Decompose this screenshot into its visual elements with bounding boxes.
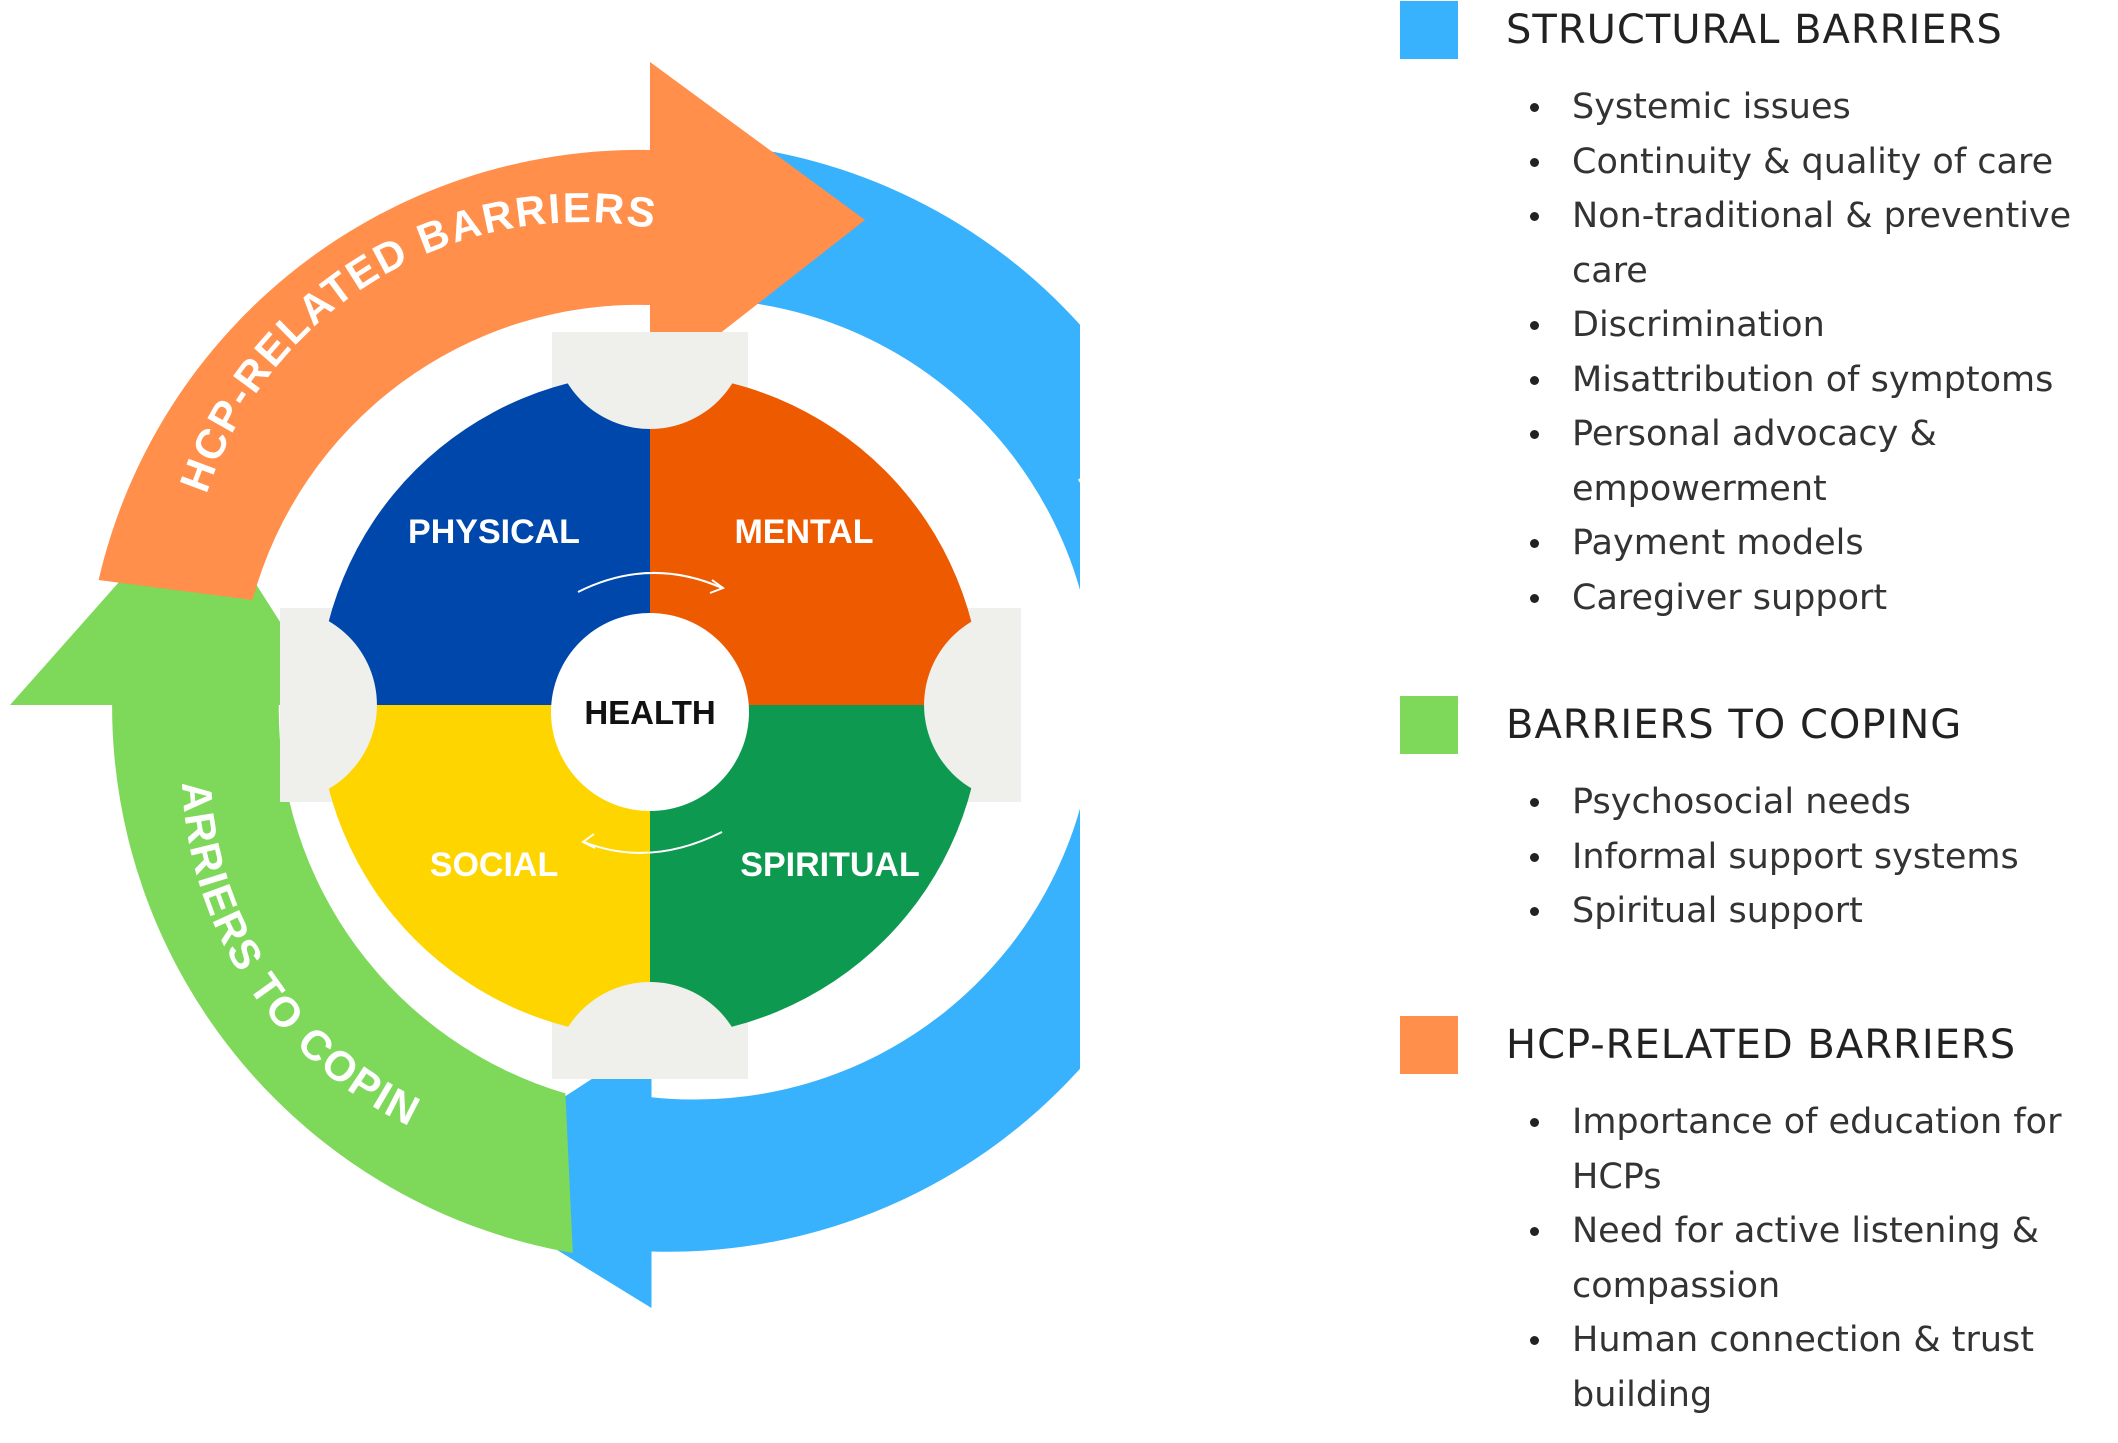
legend-item: Misattribution of symptoms bbox=[1530, 353, 2118, 408]
legend-item: Importance of education for HCPs bbox=[1530, 1095, 2118, 1204]
legend-title: STRUCTURAL BARRIERS bbox=[1506, 7, 2003, 53]
mental-label: MENTAL bbox=[734, 513, 873, 551]
bullet-icon bbox=[1530, 321, 1539, 330]
bullet-icon bbox=[1530, 103, 1539, 112]
legend-item-text: Caregiver support bbox=[1572, 577, 1888, 618]
legend-section-hcp: HCP-RELATED BARRIERS Importance of educa… bbox=[1400, 1015, 2118, 1422]
physical-label: PHYSICAL bbox=[408, 513, 580, 551]
legend-list: Systemic issues Continuity & quality of … bbox=[1400, 80, 2118, 625]
legend-section-coping: BARRIERS TO COPING Psychosocial needs In… bbox=[1400, 695, 2118, 939]
flow-arrow-top-head bbox=[709, 579, 726, 594]
quadrant-social bbox=[318, 705, 650, 1037]
legend-swatch-hcp bbox=[1400, 1016, 1458, 1074]
bullet-icon bbox=[1530, 539, 1539, 548]
legend-item: Psychosocial needs bbox=[1530, 775, 2118, 830]
legend-title: HCP-RELATED BARRIERS bbox=[1506, 1022, 2017, 1068]
legend-item-text: Discrimination bbox=[1572, 305, 1825, 345]
legend-title: BARRIERS TO COPING bbox=[1506, 702, 1963, 748]
legend-item-text: Need for active listening & compassion bbox=[1572, 1211, 2040, 1306]
hcp-related-barriers-arrow bbox=[98, 62, 866, 600]
legend-item: Human connection & trust building bbox=[1530, 1313, 2118, 1422]
legend-item-text: Spiritual support bbox=[1572, 891, 1863, 931]
bullet-icon bbox=[1530, 852, 1539, 862]
legend-item-text: Continuity & quality of care bbox=[1572, 141, 2054, 182]
legend-item-text: Systemic issues bbox=[1572, 87, 1851, 127]
puzzle-knob-bottom bbox=[553, 982, 747, 1079]
legend: STRUCTURAL BARRIERS Systemic issues Cont… bbox=[1400, 0, 2118, 1438]
legend-item: Continuity & quality of care bbox=[1530, 135, 2118, 190]
legend-item: Systemic issues bbox=[1530, 80, 2118, 135]
puzzle-knob-top bbox=[553, 332, 747, 429]
legend-item-text: Non-traditional & preventive care bbox=[1572, 196, 2072, 291]
legend-item: Personal advocacy & empowerment bbox=[1530, 407, 2118, 516]
barriers-to-coping-arrow bbox=[10, 493, 573, 1253]
spiritual-label: SPIRITUAL bbox=[740, 846, 919, 884]
legend-header: BARRIERS TO COPING bbox=[1400, 695, 2118, 755]
quadrant-physical bbox=[318, 373, 650, 705]
diagram-canvas: HEALTH PHYSICAL MENTAL SOCIAL SPIRITUAL … bbox=[10, 62, 1224, 1309]
legend-list: Psychosocial needs Informal support syst… bbox=[1400, 775, 2118, 939]
legend-item-text: Human connection & trust building bbox=[1572, 1320, 2034, 1415]
bullet-icon bbox=[1530, 375, 1539, 385]
bullet-icon bbox=[1530, 1227, 1539, 1236]
bullet-icon bbox=[1530, 1336, 1539, 1345]
legend-item: Payment models bbox=[1530, 516, 2118, 571]
legend-item-text: Informal support systems bbox=[1572, 836, 2019, 877]
social-label: SOCIAL bbox=[430, 846, 558, 884]
flow-arrow-bottom bbox=[583, 831, 723, 854]
legend-item: Discrimination bbox=[1530, 298, 2118, 353]
structural-barriers-arrow bbox=[440, 146, 1224, 1309]
legend-item: Caregiver support bbox=[1530, 571, 2118, 626]
legend-header: STRUCTURAL BARRIERS bbox=[1400, 0, 2118, 60]
legend-item: Spiritual support bbox=[1530, 884, 2118, 939]
legend-swatch-coping bbox=[1400, 696, 1458, 754]
center-circle bbox=[551, 613, 749, 811]
bullet-icon bbox=[1530, 212, 1539, 221]
legend-list: Importance of education for HCPs Need fo… bbox=[1400, 1095, 2118, 1422]
legend-header: HCP-RELATED BARRIERS bbox=[1400, 1015, 2118, 1075]
quadrant-mental bbox=[650, 373, 982, 705]
legend-swatch-structural bbox=[1400, 1, 1458, 59]
legend-item: Non-traditional & preventive care bbox=[1530, 189, 2118, 298]
legend-item-text: Personal advocacy & empowerment bbox=[1572, 414, 1937, 509]
legend-item-text: Importance of education for HCPs bbox=[1572, 1102, 2062, 1197]
legend-item: Informal support systems bbox=[1530, 830, 2118, 885]
bullet-icon bbox=[1530, 1118, 1539, 1127]
puzzle-knob-left bbox=[280, 608, 377, 802]
flow-arrow-bottom-head bbox=[581, 833, 596, 849]
bullet-icon bbox=[1530, 798, 1539, 807]
flow-arrow-top bbox=[577, 571, 723, 593]
bullet-icon bbox=[1530, 430, 1539, 439]
bullet-icon bbox=[1530, 593, 1539, 603]
legend-item-text: Payment models bbox=[1572, 523, 1864, 563]
bullet-icon bbox=[1530, 157, 1539, 167]
legend-section-structural: STRUCTURAL BARRIERS Systemic issues Cont… bbox=[1400, 0, 2118, 625]
health-barriers-diagram: HEALTH PHYSICAL MENTAL SOCIAL SPIRITUAL … bbox=[10, 62, 1224, 1309]
center-label: HEALTH bbox=[584, 694, 715, 731]
legend-item: Need for active listening & compassion bbox=[1530, 1204, 2118, 1313]
puzzle-knob-right bbox=[924, 608, 1021, 802]
quadrant-spiritual bbox=[650, 705, 982, 1037]
legend-item-text: Misattribution of symptoms bbox=[1572, 359, 2054, 400]
legend-item-text: Psychosocial needs bbox=[1572, 782, 1911, 822]
bullet-icon bbox=[1530, 907, 1539, 916]
